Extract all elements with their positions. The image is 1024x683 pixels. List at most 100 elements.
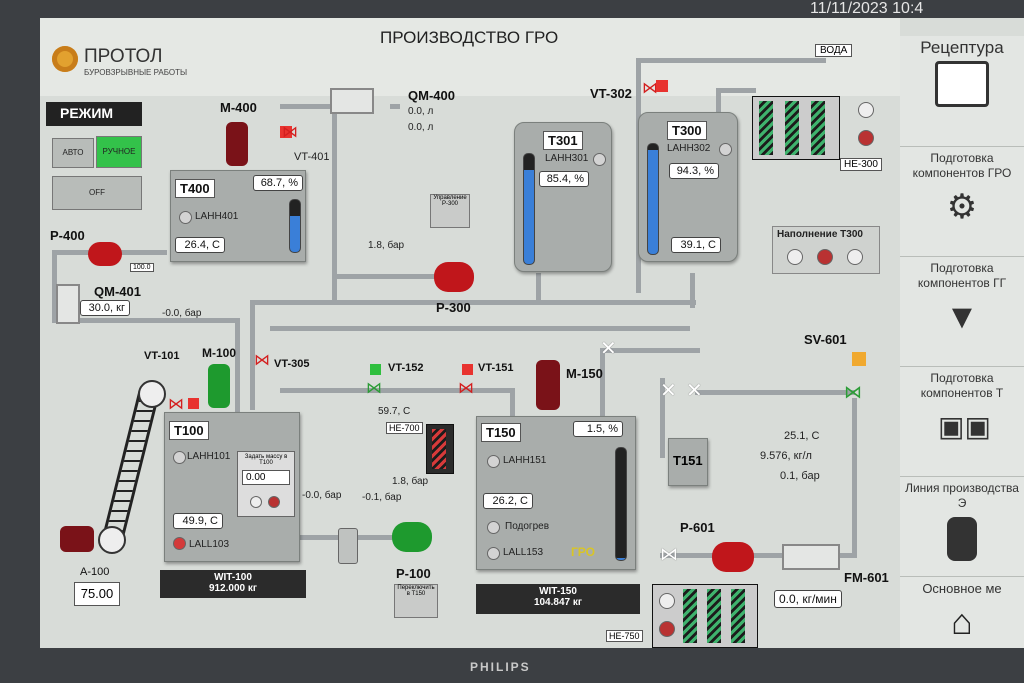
tank-t150[interactable]: T150 1.5, % LAHH151 26.2, С Подогрев LAL… <box>476 416 636 570</box>
vt151-indicator <box>462 364 473 375</box>
sidebar-gg-label: Подготовка компонентов ГГ <box>917 261 1007 290</box>
t150-heat-label: Подогрев <box>505 521 550 532</box>
sidebar-item-gg[interactable]: Подготовка компонентов ГГ ▼ <box>900 256 1024 367</box>
motor-m100[interactable] <box>208 364 230 408</box>
valve-icon[interactable]: ⋈ <box>458 380 474 397</box>
t151-name: T151 <box>673 453 703 468</box>
t301-sensor-led <box>593 153 606 166</box>
t100-mass-label: Задать массу в T100 <box>244 454 288 466</box>
fill-t300-mode-button[interactable] <box>847 249 863 265</box>
he300-power-button[interactable] <box>858 102 874 118</box>
pipe <box>600 348 700 353</box>
t301-name: T301 <box>543 131 583 150</box>
mode-header: РЕЖИМ <box>46 102 142 126</box>
he750-stop-button[interactable] <box>659 621 675 637</box>
fill-t300-stop-button[interactable] <box>817 249 833 265</box>
he750-label: HE-750 <box>606 630 643 642</box>
valve-icon[interactable]: ⋈ <box>844 382 862 402</box>
pipe <box>660 378 665 458</box>
he700-pressure: 1.8, бар <box>392 476 429 487</box>
pump-p400[interactable] <box>88 242 122 266</box>
sv601-indicator <box>852 352 866 366</box>
flowmeter-fm601 <box>782 544 840 570</box>
fill-t300-start-button[interactable] <box>787 249 803 265</box>
filter <box>338 528 358 564</box>
t100-mass-ok-button[interactable] <box>250 496 262 508</box>
t100-sensor-high-label: LAHH101 <box>187 451 231 462</box>
flowmeter-qm401 <box>56 284 80 324</box>
heat-exchanger-he300 <box>752 96 840 160</box>
qm401-value: 30.0, кг <box>80 300 130 316</box>
valve-icon[interactable]: ✕ <box>600 338 617 360</box>
p300-label: P-300 <box>436 300 471 315</box>
valve-icon[interactable]: ⋈ <box>660 544 678 564</box>
vt101-label: VT-101 <box>144 350 180 362</box>
tank-t400[interactable]: T400 68.7, % LAHH401 26.4, С <box>170 170 306 262</box>
pump-p300[interactable] <box>434 262 474 292</box>
valve-icon[interactable]: ⋈ <box>254 352 270 369</box>
t150-level-bar <box>615 447 627 561</box>
he750-power-button[interactable] <box>659 593 675 609</box>
he300-stop-button[interactable] <box>858 130 874 146</box>
pipe <box>332 104 337 304</box>
t150-sensor-high-led <box>487 455 500 468</box>
t100-mass-cancel-button[interactable] <box>268 496 280 508</box>
sidebar: Рецептура Подготовка компонентов ГРО ⚙ П… <box>900 36 1024 648</box>
a100-value[interactable]: 75.00 <box>74 582 120 606</box>
vt401-label: VT-401 <box>294 151 330 163</box>
sidebar-item-t[interactable]: Подготовка компонентов Т ▣▣ <box>900 366 1024 477</box>
tank-t151[interactable]: T151 <box>668 438 708 486</box>
t300-temp-value: 39.1, С <box>671 237 721 253</box>
mode-manual-button[interactable]: РУЧНОЕ <box>96 136 142 168</box>
vt152-label: VT-152 <box>388 362 424 374</box>
p100-switch-panel[interactable]: Переключить в T150 <box>394 584 438 618</box>
motor-a100[interactable] <box>60 526 94 552</box>
valve-icon[interactable]: ⋈ <box>366 380 382 397</box>
sidebar-item-line[interactable]: Линия производства Э <box>900 476 1024 577</box>
t100-sensor-high-led <box>173 451 186 464</box>
sidebar-item-recipe[interactable]: Рецептура <box>900 36 1024 146</box>
t150-sensor-high-label: LAHH151 <box>503 455 547 466</box>
sv601-temp: 25.1, С <box>784 430 820 442</box>
pump-p100[interactable] <box>392 522 432 552</box>
m100-label: M-100 <box>202 346 237 360</box>
he700-label: HE-700 <box>386 422 423 434</box>
valve-icon[interactable]: ⋈ <box>282 124 298 141</box>
tank-t100[interactable]: T100 LAHH101 Задать массу в T100 0.00 49… <box>164 412 300 562</box>
logo-name: ПРОТОЛ <box>84 46 163 67</box>
p400-label: P-400 <box>50 228 85 243</box>
t301-sensor-label: LAHH301 <box>545 153 589 164</box>
sidebar-item-gro[interactable]: Подготовка компонентов ГРО ⚙ <box>900 146 1024 257</box>
valve-icon[interactable]: ⋈ <box>168 396 184 413</box>
sidebar-item-main-menu[interactable]: Основное ме ⌂ <box>900 576 1024 648</box>
fill-t300-label: Наполнение T300 <box>777 229 863 240</box>
motor-m400[interactable] <box>226 122 248 166</box>
gear-cycle-icon: ⚙ <box>946 188 978 226</box>
sv601-flow: 9.576, кг/л <box>760 450 812 462</box>
t300-level-value: 94.3, % <box>669 163 719 179</box>
monitor-brand: PHILIPS <box>470 660 531 674</box>
valve-icon[interactable]: ✕ <box>686 380 703 402</box>
mode-auto-button[interactable]: АВТО <box>52 138 94 168</box>
mode-off-button[interactable]: OFF <box>52 176 142 210</box>
t400-temp-value: 26.4, С <box>175 237 225 253</box>
valve-icon[interactable]: ⋈ <box>642 80 658 97</box>
coil <box>707 589 721 643</box>
tank-t300[interactable]: T300 LAHH302 94.3, % 39.1, С <box>638 112 738 262</box>
t100-mass-input[interactable]: 0.00 <box>242 470 290 485</box>
tank-t301[interactable]: T301 LAHH301 85.4, % <box>514 122 612 272</box>
vt302-indicator <box>656 80 668 92</box>
t100-sensor-low-led <box>173 537 186 550</box>
motor-m150[interactable] <box>536 360 560 410</box>
p300-control-panel[interactable]: Управление P-300 <box>430 194 470 228</box>
pump-p601[interactable] <box>712 542 754 572</box>
he300-label: HE-300 <box>840 158 882 171</box>
pipe <box>536 300 696 305</box>
fan-icon[interactable] <box>138 380 166 408</box>
fm601-value: 0.0, кг/мин <box>774 590 842 608</box>
coil <box>785 101 799 155</box>
fm601-label: FM-601 <box>844 570 889 585</box>
valve-icon[interactable]: ✕ <box>660 380 677 402</box>
fan-icon <box>98 526 126 554</box>
